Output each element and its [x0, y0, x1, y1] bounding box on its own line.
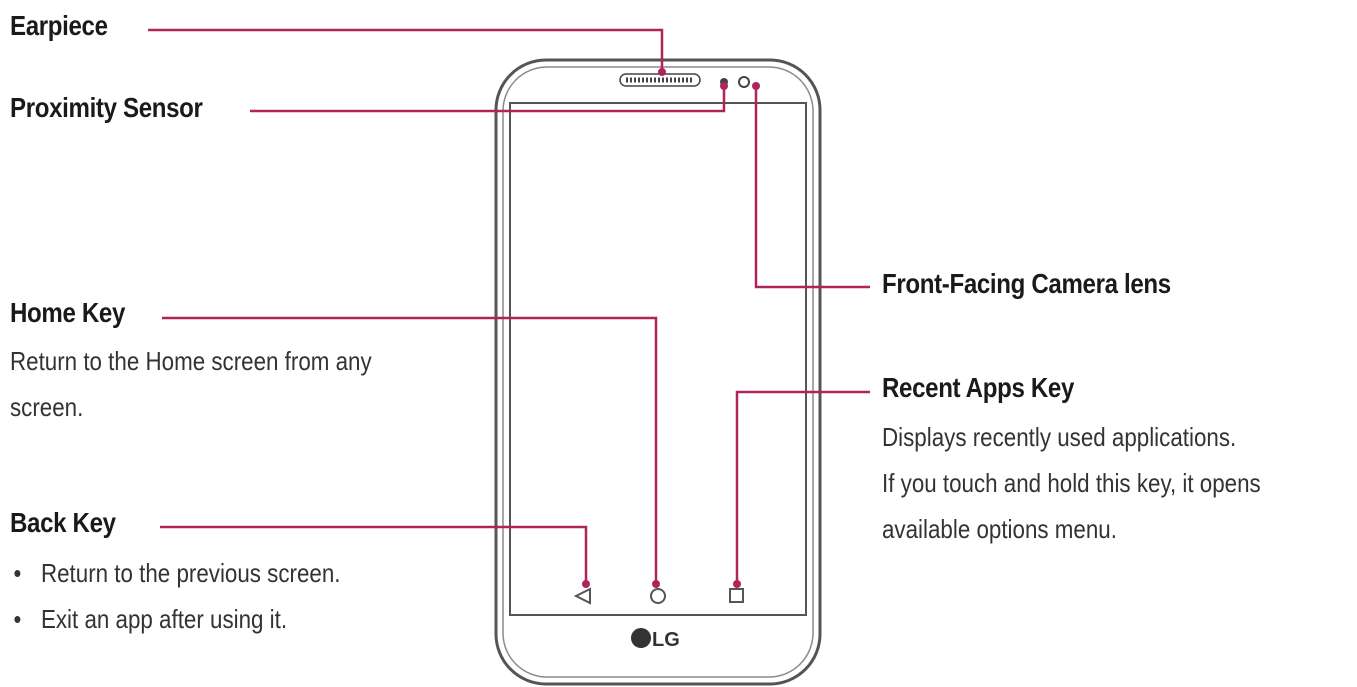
back-key-icon[interactable]: [573, 587, 591, 605]
recent-apps-description-line: available options menu.: [882, 514, 1117, 544]
back-key-label: Back Key: [10, 507, 116, 538]
lg-logo: LG: [631, 628, 680, 651]
recent-apps-key-description: Displays recently used applications. If …: [882, 414, 1261, 552]
svg-text:LG: LG: [652, 629, 680, 651]
recent-apps-leader: [735, 390, 870, 584]
bullet-icon: •: [13, 558, 22, 588]
home-key-description: Return to the Home screen from any scree…: [10, 338, 372, 430]
back-key-bullet-text: Exit an app after using it.: [40, 604, 288, 634]
recent-apps-description-line: If you touch and hold this key, it opens: [882, 468, 1261, 498]
back-key-bullet-text: Return to the previous screen.: [40, 558, 341, 588]
recent-apps-description-line: Displays recently used applications.: [882, 422, 1237, 452]
back-key-bullet: • Exit an app after using it.: [10, 596, 340, 642]
earpiece-label: Earpiece: [10, 10, 108, 41]
home-key-description-line: Return to the Home screen from any: [10, 346, 372, 376]
leader-endpoints: [582, 68, 760, 588]
leader-lines: [148, 28, 870, 584]
home-key-leader: [162, 316, 658, 584]
back-key-bullet: • Return to the previous screen.: [10, 550, 340, 596]
proximity-sensor-leader: [250, 86, 726, 113]
home-key-icon[interactable]: [650, 588, 666, 604]
proximity-sensor-label: Proximity Sensor: [10, 92, 203, 123]
home-key-label: Home Key: [10, 297, 126, 328]
front-camera-label: Front-Facing Camera lens: [882, 268, 1171, 299]
home-key-description-line: screen.: [10, 392, 84, 422]
recent-apps-key-label: Recent Apps Key: [882, 372, 1075, 403]
bullet-icon: •: [13, 604, 22, 634]
phone-screen: [509, 102, 807, 616]
back-key-bullets: • Return to the previous screen. • Exit …: [10, 550, 340, 642]
earpiece-grille: [619, 73, 701, 87]
recent-apps-key-icon[interactable]: [729, 588, 744, 603]
front-camera-leader: [754, 88, 870, 289]
earpiece-leader: [148, 28, 664, 72]
back-key-leader: [160, 525, 588, 584]
front-camera-lens: [738, 76, 750, 88]
